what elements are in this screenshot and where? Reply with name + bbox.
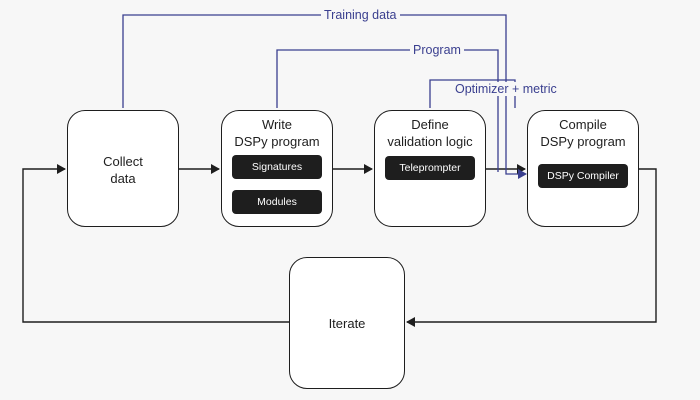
chip-signatures[interactable]: Signatures — [232, 155, 322, 179]
node-title: Iterate — [328, 316, 366, 331]
node-collect-data[interactable]: Collect data — [67, 110, 179, 227]
node-write-program[interactable]: Write DSPy program Signatures Modules — [221, 110, 333, 227]
edge-label-training-data: Training data — [321, 8, 400, 22]
node-iterate[interactable]: Iterate — [289, 257, 405, 389]
node-title-line2: validation logic — [387, 134, 473, 149]
node-title: Compile DSPy program — [528, 116, 638, 150]
chip-modules[interactable]: Modules — [232, 190, 322, 214]
node-title-line2: data — [110, 171, 136, 186]
node-title-line1: Define — [411, 117, 449, 132]
node-define-validation[interactable]: Define validation logic Teleprompter — [374, 110, 486, 227]
node-compile-program[interactable]: Compile DSPy program DSPy Compiler — [527, 110, 639, 227]
node-title-line2: DSPy program — [540, 134, 626, 149]
arrow-training-data — [122, 14, 527, 179]
arrow-program — [276, 49, 499, 172]
node-title: Collect data — [68, 153, 178, 187]
arrow-iterate-to-collect — [22, 164, 289, 323]
node-title: Write DSPy program — [222, 116, 332, 150]
arrow-compile-to-iterate — [406, 168, 657, 327]
node-title-line1: Collect — [103, 154, 143, 169]
node-title: Define validation logic — [375, 116, 485, 150]
node-title-line1: Write — [261, 117, 293, 132]
edge-label-optimizer-metric: Optimizer + metric — [452, 82, 560, 96]
node-title-line2: DSPy program — [234, 134, 320, 149]
edge-label-program: Program — [410, 43, 464, 57]
chip-teleprompter[interactable]: Teleprompter — [385, 156, 475, 180]
node-title-line1: Compile — [559, 117, 607, 132]
chip-dspy-compiler[interactable]: DSPy Compiler — [538, 164, 628, 188]
